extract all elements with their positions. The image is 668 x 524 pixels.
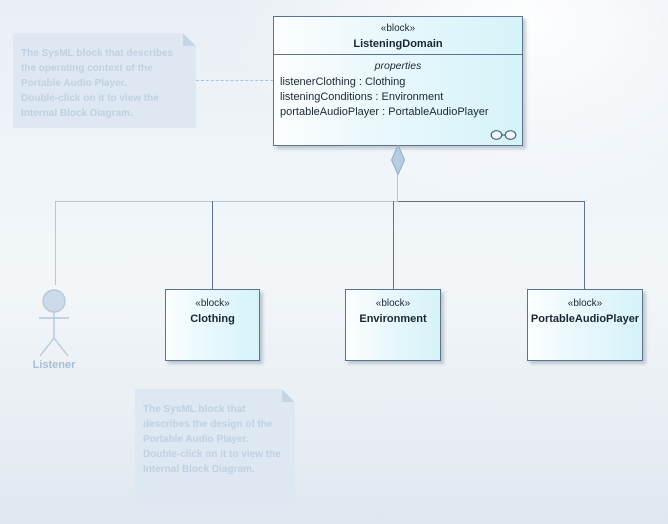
- block-clothing[interactable]: «block» Clothing: [165, 289, 260, 361]
- stereotype-label: «block»: [375, 298, 411, 309]
- connector-drop-environment[interactable]: [393, 201, 394, 289]
- block-name: Environment: [359, 313, 427, 325]
- connector-drop-clothing[interactable]: [212, 201, 213, 289]
- block-name: Clothing: [190, 313, 235, 325]
- composite-diagram-icon: [490, 130, 517, 140]
- connector-stub[interactable]: [397, 174, 398, 201]
- note-attachment-connector[interactable]: [196, 80, 273, 81]
- actor-listener-figure[interactable]: [24, 288, 84, 358]
- note-fold-corner: [183, 33, 196, 46]
- note-fold-corner: [282, 389, 295, 402]
- connector-horizontal-dark[interactable]: [398, 201, 584, 202]
- block-name-compartment: «block» ListeningDomain: [274, 17, 522, 55]
- block-portable-audio-player[interactable]: «block» PortableAudioPlayer: [527, 289, 643, 361]
- stereotype-label: «block»: [567, 298, 603, 309]
- block-name: ListeningDomain: [353, 38, 443, 50]
- actor-label: Listener: [32, 359, 76, 371]
- block-environment[interactable]: «block» Environment: [345, 289, 441, 361]
- note-text: The SysML block that describes the opera…: [21, 48, 174, 119]
- properties-compartment-label: properties: [374, 60, 422, 72]
- aggregation-diamond[interactable]: [391, 145, 405, 175]
- block-name: PortableAudioPlayer: [530, 313, 640, 325]
- property-portable-audio-player: portableAudioPlayer : PortableAudioPlaye…: [280, 106, 489, 118]
- note-operating-context[interactable]: The SysML block that describes the opera…: [13, 33, 196, 128]
- property-listener-clothing: listenerClothing : Clothing: [280, 76, 406, 88]
- note-design[interactable]: The SysML block that describes the desig…: [135, 389, 295, 502]
- connector-horizontal-faded[interactable]: [55, 201, 398, 202]
- note-text: The SysML block that describes the desig…: [143, 404, 281, 475]
- stereotype-label: «block»: [380, 23, 416, 34]
- block-listening-domain[interactable]: «block» ListeningDomain properties liste…: [273, 16, 523, 146]
- properties-compartment: properties listenerClothing : Clothing l…: [274, 55, 522, 120]
- property-listening-conditions: listeningConditions : Environment: [280, 91, 444, 103]
- connector-drop-portable-audio-player[interactable]: [584, 201, 585, 289]
- stereotype-label: «block»: [195, 298, 230, 309]
- connector-drop-listener[interactable]: [55, 201, 56, 285]
